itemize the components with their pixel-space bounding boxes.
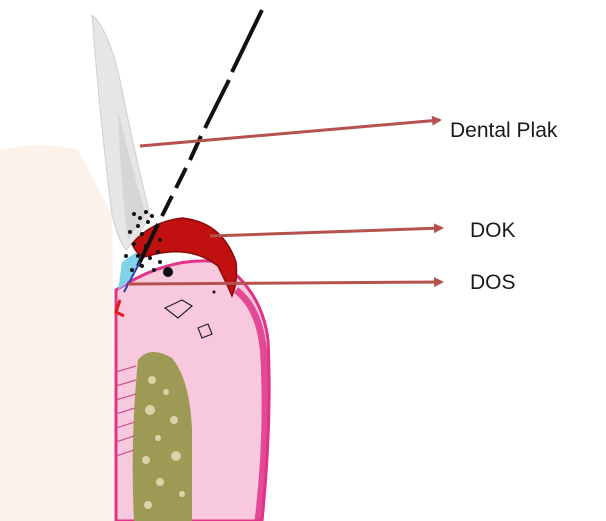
arrow-dos — [128, 282, 442, 284]
label-dok: DOK — [470, 220, 516, 241]
tooth-crown — [0, 145, 116, 521]
arrow-dok — [210, 228, 442, 236]
label-dental-plaque: Dental Plak — [450, 120, 557, 141]
label-dos: DOS — [470, 272, 516, 293]
arrow-dental-plaque — [140, 120, 440, 146]
